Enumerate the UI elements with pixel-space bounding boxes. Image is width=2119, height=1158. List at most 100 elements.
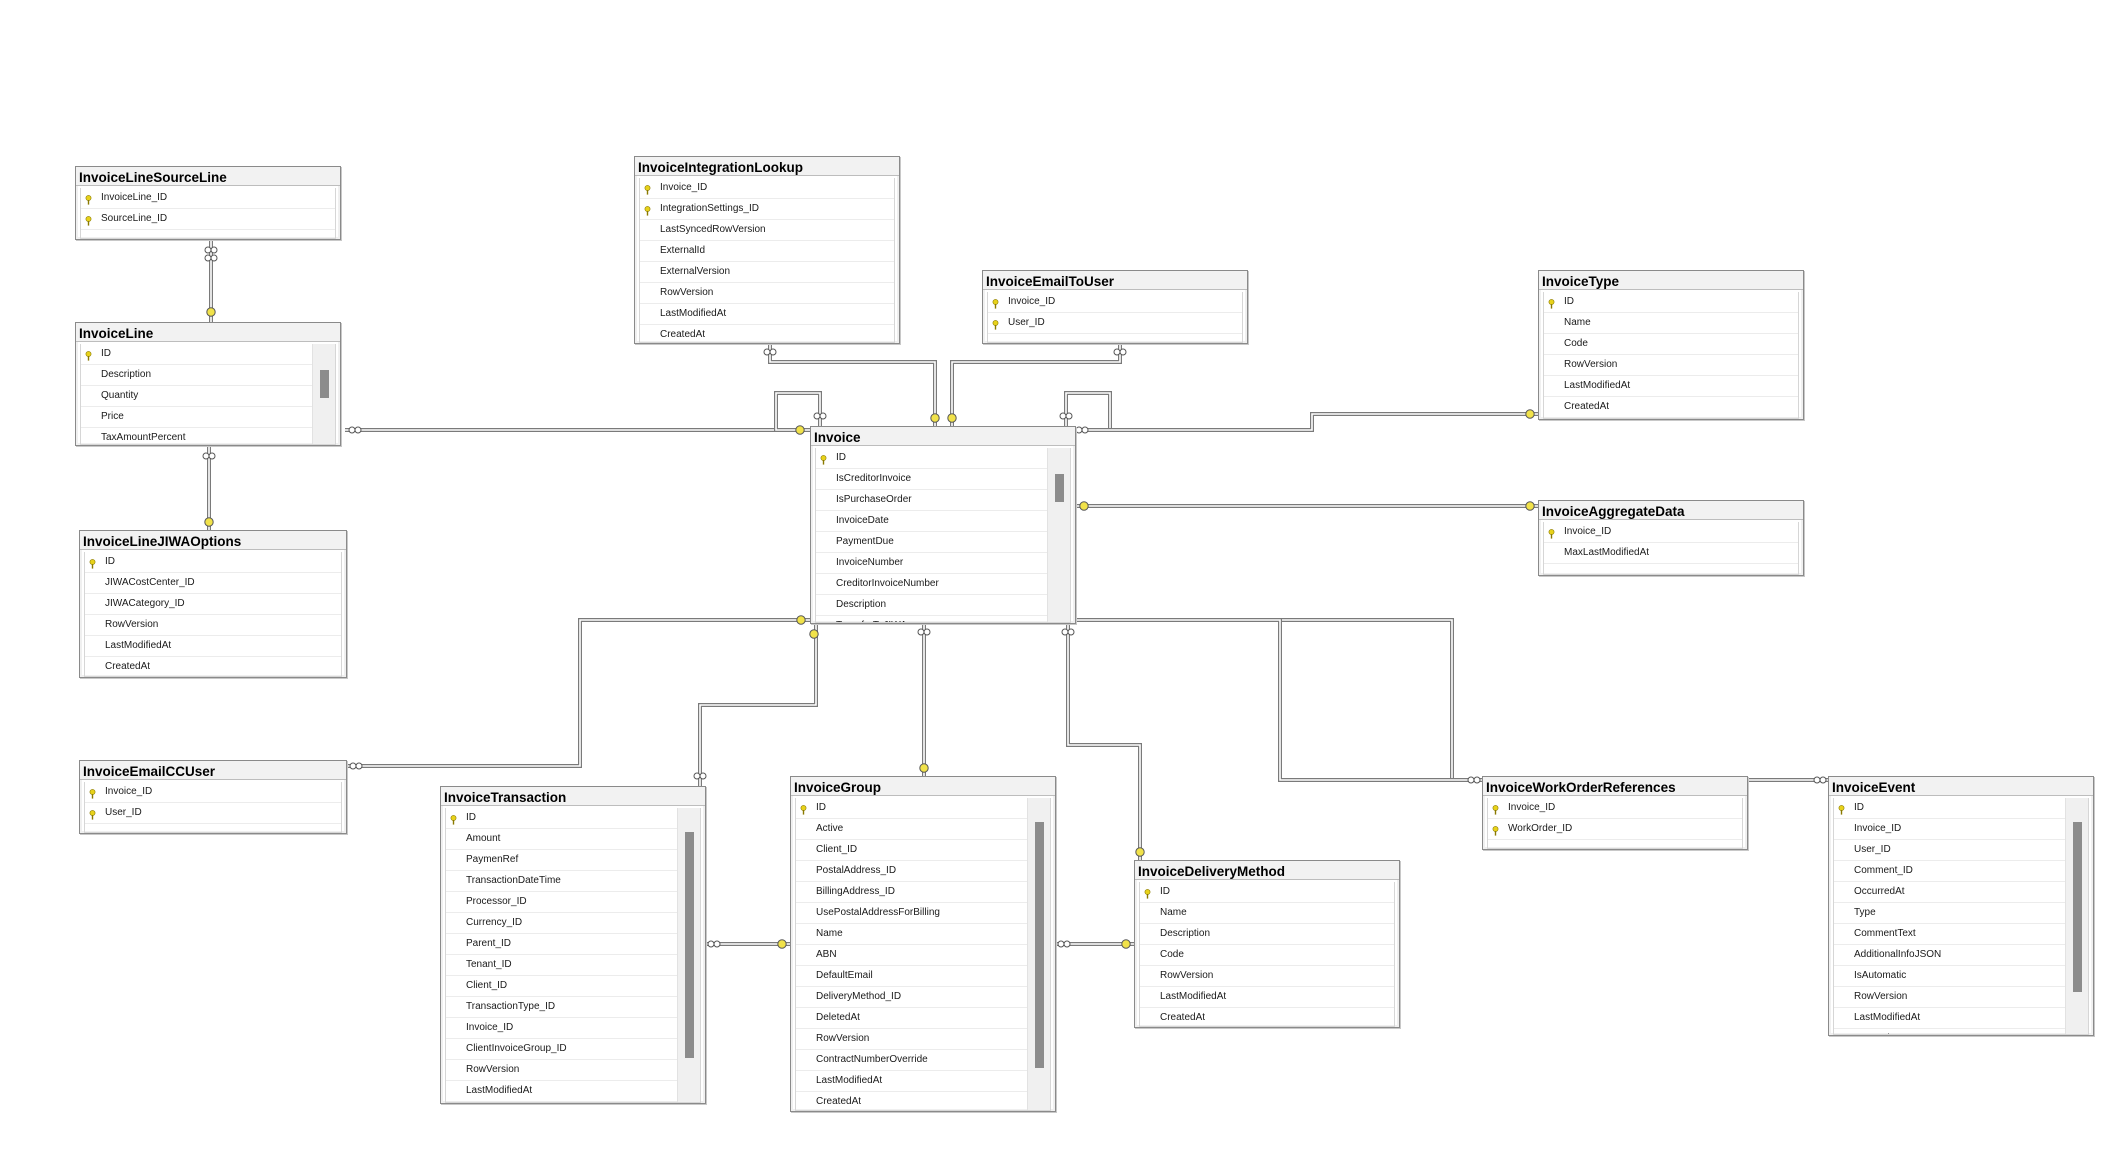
- table-title[interactable]: InvoiceTransaction: [441, 787, 705, 806]
- table-title[interactable]: InvoiceDeliveryMethod: [1135, 861, 1399, 880]
- column-row[interactable]: CreatedAt: [1544, 397, 1798, 418]
- column-row[interactable]: RowVersion: [446, 1060, 678, 1081]
- table-title[interactable]: InvoiceLineSourceLine: [76, 167, 340, 186]
- column-row[interactable]: Code: [1544, 334, 1798, 355]
- column-row[interactable]: InvoiceDate: [816, 511, 1048, 532]
- column-row[interactable]: ID: [81, 344, 313, 365]
- column-row[interactable]: RowVersion: [85, 615, 341, 636]
- column-row[interactable]: CreatedAt: [640, 325, 894, 342]
- column-row[interactable]: Currency_ID: [446, 913, 678, 934]
- table-title[interactable]: InvoiceIntegrationLookup: [635, 157, 899, 176]
- column-row[interactable]: InvoiceLine_ID: [81, 188, 335, 209]
- column-row[interactable]: ExternalVersion: [640, 262, 894, 283]
- column-row[interactable]: LastModifiedAt: [1834, 1008, 2066, 1029]
- vertical-scrollbar[interactable]: [312, 344, 335, 444]
- table-title[interactable]: InvoiceAggregateData: [1539, 501, 1803, 520]
- column-row[interactable]: JIWACategory_ID: [85, 594, 341, 615]
- vertical-scrollbar[interactable]: [677, 808, 700, 1102]
- column-row[interactable]: Invoice_ID: [1544, 522, 1798, 543]
- column-row[interactable]: Description: [816, 595, 1048, 616]
- column-row[interactable]: UsePostalAddressForBilling: [796, 903, 1028, 924]
- column-row[interactable]: Invoice_ID: [1488, 798, 1742, 819]
- column-row[interactable]: Type: [1834, 903, 2066, 924]
- column-row[interactable]: CreatedAt: [1140, 1008, 1394, 1026]
- column-row[interactable]: LastModifiedAt: [796, 1071, 1028, 1092]
- column-row[interactable]: LastModifiedAt: [1140, 987, 1394, 1008]
- column-row[interactable]: CreatedAt: [1834, 1029, 2066, 1034]
- column-row[interactable]: TransactionDateTime: [446, 871, 678, 892]
- column-row[interactable]: Invoice_ID: [85, 782, 341, 803]
- column-row[interactable]: Name: [1544, 313, 1798, 334]
- relationship-connector[interactable]: [950, 344, 1122, 426]
- table-title[interactable]: InvoiceLineJIWAOptions: [80, 531, 346, 550]
- column-row[interactable]: MaxLastModifiedAt: [1544, 543, 1798, 564]
- column-row[interactable]: Code: [1140, 945, 1394, 966]
- column-row[interactable]: IntegrationSettings_ID: [640, 199, 894, 220]
- relationship-connector[interactable]: [1076, 412, 1538, 432]
- column-row[interactable]: AdditionalInfoJSON: [1834, 945, 2066, 966]
- column-row[interactable]: LastSyncedRowVersion: [640, 220, 894, 241]
- table-title[interactable]: InvoiceEvent: [1829, 777, 2093, 796]
- column-row[interactable]: ID: [796, 798, 1028, 819]
- column-row[interactable]: BillingAddress_ID: [796, 882, 1028, 903]
- column-row[interactable]: Invoice_ID: [640, 178, 894, 199]
- table-title[interactable]: Invoice: [811, 427, 1075, 446]
- relationship-connector[interactable]: [774, 391, 822, 432]
- column-row[interactable]: Invoice_ID: [1834, 819, 2066, 840]
- column-row[interactable]: ID: [816, 448, 1048, 469]
- table-title[interactable]: InvoiceType: [1539, 271, 1803, 290]
- column-row[interactable]: RowVersion: [1544, 355, 1798, 376]
- scrollbar-thumb[interactable]: [2073, 822, 2082, 992]
- column-row[interactable]: Processor_ID: [446, 892, 678, 913]
- column-row[interactable]: RowVersion: [640, 283, 894, 304]
- column-row[interactable]: LastModifiedAt: [1544, 376, 1798, 397]
- relationship-connector[interactable]: [347, 618, 810, 768]
- column-row[interactable]: CommentText: [1834, 924, 2066, 945]
- column-row[interactable]: IsCreditorInvoice: [816, 469, 1048, 490]
- column-row[interactable]: ID: [1834, 798, 2066, 819]
- column-row[interactable]: JIWACostCenter_ID: [85, 573, 341, 594]
- column-row[interactable]: Quantity: [81, 386, 313, 407]
- scrollbar-thumb[interactable]: [1055, 474, 1064, 502]
- column-row[interactable]: PostalAddress_ID: [796, 861, 1028, 882]
- column-row[interactable]: CreatedAt: [85, 657, 341, 676]
- column-row[interactable]: ExternalId: [640, 241, 894, 262]
- column-row[interactable]: RowVersion: [1834, 987, 2066, 1008]
- column-row[interactable]: IsPurchaseOrder: [816, 490, 1048, 511]
- column-row[interactable]: Price: [81, 407, 313, 428]
- column-row[interactable]: Amount: [446, 829, 678, 850]
- column-row[interactable]: User_ID: [85, 803, 341, 824]
- column-row[interactable]: User_ID: [1834, 840, 2066, 861]
- column-row[interactable]: ID: [1140, 882, 1394, 903]
- column-row[interactable]: TransferToJIWA: [816, 616, 1048, 622]
- relationship-connector[interactable]: [1076, 618, 1482, 782]
- table-title[interactable]: InvoiceGroup: [791, 777, 1055, 796]
- column-row[interactable]: RowVersion: [1140, 966, 1394, 987]
- column-row[interactable]: DeliveryMethod_ID: [796, 987, 1028, 1008]
- table-title[interactable]: InvoiceWorkOrderReferences: [1483, 777, 1747, 796]
- column-row[interactable]: Active: [796, 819, 1028, 840]
- relationship-connector[interactable]: [768, 344, 937, 426]
- column-row[interactable]: ID: [446, 808, 678, 829]
- relationship-connector[interactable]: [698, 624, 818, 786]
- column-row[interactable]: Name: [1140, 903, 1394, 924]
- column-row[interactable]: PaymentDue: [816, 532, 1048, 553]
- column-row[interactable]: TransactionType_ID: [446, 997, 678, 1018]
- column-row[interactable]: InvoiceNumber: [816, 553, 1048, 574]
- column-row[interactable]: Client_ID: [796, 840, 1028, 861]
- column-row[interactable]: Description: [81, 365, 313, 386]
- column-row[interactable]: CreditorInvoiceNumber: [816, 574, 1048, 595]
- relationship-connector[interactable]: [1066, 624, 1142, 860]
- column-row[interactable]: Invoice_ID: [988, 292, 1242, 313]
- column-row[interactable]: Comment_ID: [1834, 861, 2066, 882]
- column-row[interactable]: TaxAmountPercent: [81, 428, 313, 444]
- column-row[interactable]: ID: [1544, 292, 1798, 313]
